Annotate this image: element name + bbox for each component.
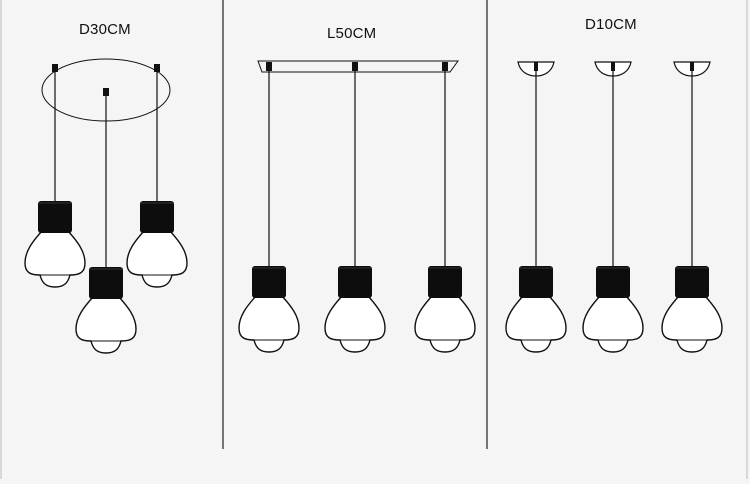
cord-clip bbox=[442, 62, 448, 71]
glass-shade bbox=[582, 295, 644, 353]
glass-shade bbox=[414, 295, 476, 353]
cord-clip bbox=[690, 62, 694, 71]
pendant-lamp-round-1 bbox=[24, 201, 86, 288]
linear-canopy-cords bbox=[266, 62, 448, 266]
cord-clip bbox=[534, 62, 538, 71]
cord-clip bbox=[154, 64, 160, 72]
shade-cap bbox=[252, 266, 286, 298]
cord-clip bbox=[352, 62, 358, 71]
dome-canopies bbox=[517, 61, 711, 266]
shade-cap bbox=[675, 266, 709, 298]
pendant-lamp-single-2 bbox=[582, 266, 644, 353]
pendant-lamp-linear-1 bbox=[238, 266, 300, 353]
pendant-lamp-round-3 bbox=[126, 201, 188, 288]
shade-cap bbox=[89, 267, 123, 299]
size-label-single: D10CM bbox=[585, 16, 637, 33]
shade-cap bbox=[428, 266, 462, 298]
shade-cap bbox=[38, 201, 72, 233]
glass-shade bbox=[324, 295, 386, 353]
shade-cap bbox=[596, 266, 630, 298]
pendant-lamp-linear-2 bbox=[324, 266, 386, 353]
shade-cap bbox=[140, 201, 174, 233]
glass-shade bbox=[75, 296, 137, 354]
pendant-lamp-round-2 bbox=[75, 267, 137, 354]
cord-clip bbox=[266, 62, 272, 71]
glass-shade bbox=[505, 295, 567, 353]
pendant-lamp-linear-3 bbox=[414, 266, 476, 353]
glass-shade bbox=[661, 295, 723, 353]
round-canopy-cords bbox=[52, 64, 160, 267]
pendant-lamp-single-3 bbox=[661, 266, 723, 353]
cord-clip bbox=[611, 62, 615, 71]
cord-clip bbox=[103, 88, 109, 96]
shade-cap bbox=[519, 266, 553, 298]
size-label-round: D30CM bbox=[79, 21, 131, 38]
size-label-linear: L50CM bbox=[327, 25, 377, 42]
glass-shade bbox=[24, 230, 86, 288]
cord-clip bbox=[52, 64, 58, 72]
pendant-lamps bbox=[24, 201, 723, 354]
glass-shade bbox=[126, 230, 188, 288]
pendant-lamp-single-1 bbox=[505, 266, 567, 353]
shade-cap bbox=[338, 266, 372, 298]
glass-shade bbox=[238, 295, 300, 353]
